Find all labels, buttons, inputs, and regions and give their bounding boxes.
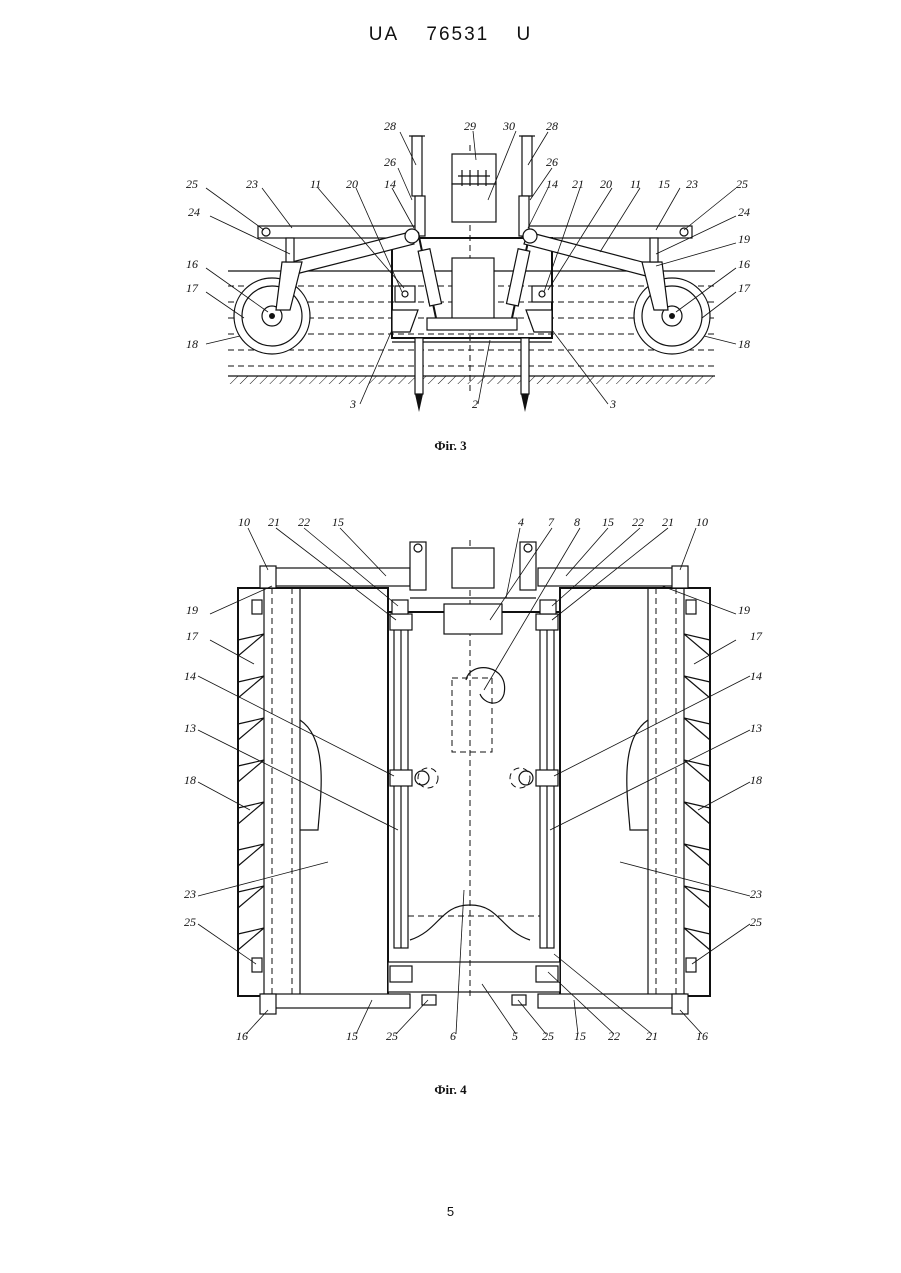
fig4-label: 8 [574,515,580,529]
fig3-label: 26 [546,155,558,169]
fig3-label: 17 [186,281,199,295]
fig3-label: 19 [738,232,750,246]
fig4-label: 10 [696,515,708,529]
fig3-label: 29 [464,119,476,133]
stake-left [415,338,423,412]
stake-right [521,338,529,412]
fig3-label: 15 [658,177,670,191]
fig3-label: 18 [738,337,750,351]
fig4-label: 23 [184,887,196,901]
fig4-label: 21 [268,515,280,529]
fig4-label: 18 [184,773,196,787]
fig3-label: 28 [546,119,558,133]
fig4-label: 25 [542,1029,554,1043]
figure-4: 10 21 22 15 4 7 8 15 22 21 10 19 19 17 1… [184,515,763,1043]
fig3-label: 18 [186,337,198,351]
figure-3: 28 29 30 28 26 26 25 23 11 20 14 14 21 2… [186,119,751,412]
fig4-label: 6 [450,1029,456,1043]
fig3-label: 20 [346,177,358,191]
fig4-label: 18 [750,773,762,787]
fig3-label: 24 [188,205,200,219]
fig4-label: 13 [184,721,196,735]
fig3-label: 23 [686,177,698,191]
fig4-label: 15 [574,1029,586,1043]
fig3-label: 14 [384,177,396,191]
fig4-label: 7 [548,515,555,529]
fig3-label: 17 [738,281,751,295]
fig4-label: 25 [184,915,196,929]
page-number: 5 [0,1204,901,1219]
fig4-label: 19 [186,603,198,617]
fig3-label: 2 [472,397,478,411]
fig3-label: 21 [572,177,584,191]
fig4-label: 25 [386,1029,398,1043]
figure-4-caption: Фіг. 4 [0,1082,901,1098]
fig4-label: 5 [512,1029,518,1043]
fig3-label: 16 [186,257,198,271]
blades-right [684,634,710,950]
fig3-label: 25 [736,177,748,191]
fig4-label: 15 [332,515,344,529]
fig3-label: 16 [738,257,750,271]
fig4-label: 19 [738,603,750,617]
fig4-label: 14 [750,669,762,683]
fig3-label: 3 [609,397,616,411]
rail-right [510,600,558,982]
fig3-label: 25 [186,177,198,191]
panel-right [538,566,710,1014]
fig4-label: 25 [750,915,762,929]
fig4-label: 16 [696,1029,708,1043]
fig4-label: 21 [662,515,674,529]
post-right [519,136,535,236]
fig3-label: 23 [246,177,258,191]
fig3-label: 11 [310,177,321,191]
fig4-label: 22 [632,515,644,529]
fig3-label: 28 [384,119,396,133]
top-beam-right [522,226,692,238]
fig4-label: 16 [236,1029,248,1043]
fig3-label: 3 [349,397,356,411]
ground-line [228,376,715,384]
fig3-label: 24 [738,205,750,219]
figure-3-caption: Фіг. 3 [0,438,901,454]
fig3-label: 30 [502,119,515,133]
fig3-label: 14 [546,177,558,191]
cylinder-left [418,232,442,318]
fig4-label: 10 [238,515,250,529]
fig4-label: 4 [518,515,524,529]
fig4-label: 15 [602,515,614,529]
fig4-label: 17 [750,629,763,643]
fig4-label: 14 [184,669,196,683]
fig3-label: 20 [600,177,612,191]
fig4-label: 22 [298,515,310,529]
fig3-label: 11 [630,177,641,191]
wheel-right [634,238,710,354]
fig4-label: 17 [186,629,199,643]
central-frame [388,540,560,1000]
blades-left [238,634,264,950]
rail-left [390,600,438,982]
panel-left [238,566,410,1014]
post-left [409,136,425,236]
fig4-label: 13 [750,721,762,735]
fig4-label: 22 [608,1029,620,1043]
fig4-label: 23 [750,887,762,901]
fig3-label: 26 [384,155,396,169]
fig4-label: 15 [346,1029,358,1043]
control-unit [452,154,496,222]
fig4-label: 21 [646,1029,658,1043]
